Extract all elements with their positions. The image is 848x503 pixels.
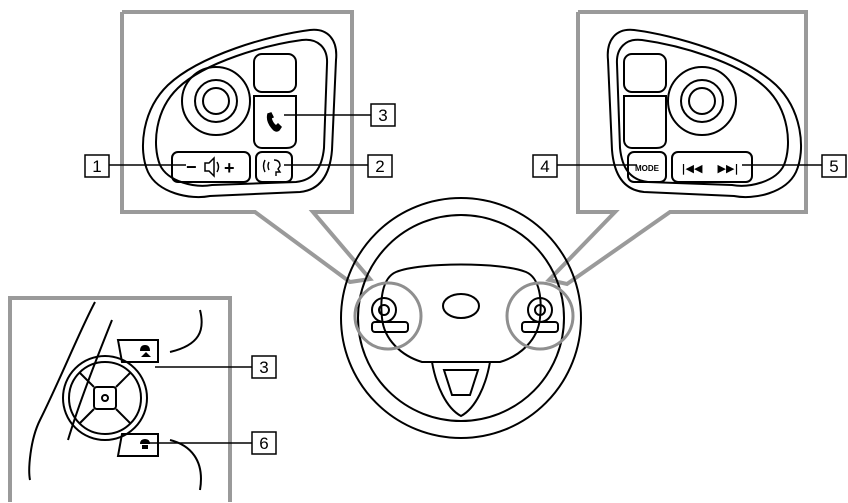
callout-5: 5 <box>821 154 847 178</box>
volume-plus-label: + <box>224 158 235 178</box>
left-control-dial <box>181 66 251 136</box>
left-upper-button <box>253 53 297 93</box>
phone-off-hook-icon <box>140 345 151 357</box>
callout-3-top: 3 <box>370 103 396 127</box>
right-control-dial <box>667 66 737 136</box>
voice-command-icon <box>262 159 282 176</box>
right-control-dial-ring <box>680 79 724 123</box>
left-zoom-frame <box>120 10 374 285</box>
left-control-dial-center <box>202 87 230 115</box>
left-switch-housing-inner <box>155 38 329 187</box>
steering-wheel <box>340 197 582 439</box>
wheel-outer-rim <box>340 197 582 439</box>
wheel-inner-rim <box>357 214 565 422</box>
seek-prev-icon: |◀◀ <box>682 162 703 175</box>
wheel-lower-spoke <box>431 361 491 418</box>
bottom-switch-panel <box>28 301 203 491</box>
wheel-right-buttons <box>521 321 559 333</box>
wheel-left-dial-center <box>378 304 390 316</box>
wheel-left-buttons <box>371 321 409 333</box>
directional-pad-center[interactable] <box>93 386 117 410</box>
leader-lines <box>109 114 823 444</box>
bottom-switch-housing <box>28 301 96 481</box>
right-upper-button <box>623 53 667 93</box>
phone-icon <box>266 112 282 132</box>
right-zoom-circle <box>505 281 575 351</box>
seek-next-icon: ▶▶| <box>718 162 739 175</box>
callout-3-bottom: 3 <box>251 355 277 379</box>
talk-button[interactable] <box>255 151 293 183</box>
mode-button-label: MODE <box>635 164 660 173</box>
callout-3-top-label: 3 <box>378 106 387 125</box>
zoom-frames <box>8 10 808 502</box>
wheel-lower-spoke-inner <box>442 369 480 396</box>
on-hook-button[interactable] <box>116 433 159 457</box>
left-switch-housing <box>142 28 338 199</box>
wheel-left-dial <box>371 297 397 323</box>
left-lower-button <box>253 95 297 149</box>
bottom-switch-right-edge <box>169 309 203 491</box>
mode-button[interactable] <box>627 151 667 183</box>
right-control-dial-center <box>688 87 716 115</box>
wheel-right-dial-center <box>534 304 546 316</box>
left-control-dial-ring <box>194 79 238 123</box>
right-switch-housing <box>606 28 802 199</box>
directional-pad-outer <box>62 355 148 441</box>
callout-4-label: 4 <box>540 157 549 176</box>
callout-6: 6 <box>251 431 277 455</box>
right-switch-housing-inner <box>615 38 789 187</box>
callout-6-label: 6 <box>259 434 268 453</box>
wheel-emblem <box>442 293 480 319</box>
phone-on-hook-icon <box>140 439 150 449</box>
volume-minus-label: − <box>186 157 197 177</box>
left-zoom-circle <box>353 281 423 351</box>
right-switch-panel <box>606 28 802 199</box>
callout-4: 4 <box>532 154 558 178</box>
callout-3-bottom-label: 3 <box>259 358 268 377</box>
callout-2: 2 <box>367 154 393 178</box>
directional-pad-inner <box>68 361 142 435</box>
callout-5-label: 5 <box>829 157 838 176</box>
left-switch-panel <box>142 28 338 199</box>
directional-pad-center-dot <box>101 394 109 402</box>
callout-2-label: 2 <box>375 157 384 176</box>
off-hook-button[interactable] <box>116 339 159 363</box>
right-zoom-frame <box>545 10 808 287</box>
seek-button[interactable] <box>671 151 753 183</box>
right-lower-button <box>623 95 667 149</box>
callout-1: 1 <box>84 154 110 178</box>
speaker-icon <box>204 156 220 178</box>
bottom-zoom-frame <box>8 296 232 502</box>
volume-button[interactable] <box>171 151 251 183</box>
callout-1-label: 1 <box>92 157 101 176</box>
bottom-switch-housing-line <box>67 319 113 441</box>
wheel-hub <box>380 263 542 363</box>
